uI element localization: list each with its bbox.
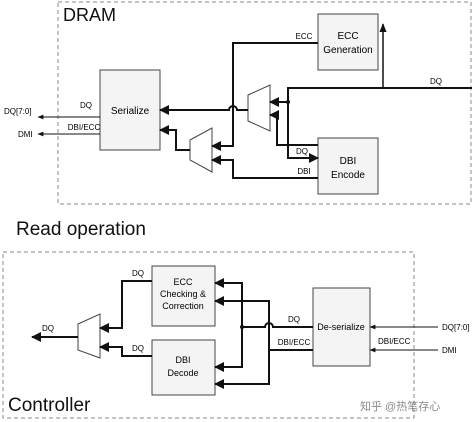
signal-dq-dbi-bottom: DQ <box>132 344 144 353</box>
ecc-generation-block <box>317 13 379 71</box>
wire-deser-dbi-ecc <box>214 296 313 351</box>
serialize-label: Serialize <box>111 106 150 117</box>
signal-dbi-out: DBI <box>297 167 310 176</box>
wire-dq-in <box>269 87 472 107</box>
wire-dq-to-dbi <box>287 102 319 163</box>
signal-ecc: ECC <box>296 32 313 41</box>
signal-dq-in: DQ <box>430 77 442 86</box>
dram-mux-upper <box>247 84 271 132</box>
ecc-checking-label-1: ECC <box>173 277 193 287</box>
pin-dmi-ctrl: DMI <box>442 346 457 355</box>
pin-dmi: DMI <box>18 130 33 139</box>
wire-dbi-ecc-to-serialize <box>159 125 190 151</box>
pin-dq: DQ[7:0] <box>4 107 32 116</box>
dbi-decode-label-1: DBI <box>175 355 190 365</box>
dram-mux-lower <box>189 127 213 173</box>
dbi-decode-label-2: Decode <box>167 368 198 378</box>
ecc-checking-label-3: Correction <box>162 301 204 311</box>
signal-dbi-ecc: DBI/ECC <box>68 123 101 132</box>
controller-boundary <box>2 251 415 419</box>
wire-dbi-out <box>211 155 318 179</box>
controller-mux <box>77 313 101 359</box>
dbi-encode-label-2: Encode <box>331 170 365 181</box>
serialize-block <box>99 69 161 151</box>
junction-deser-dq <box>240 325 244 329</box>
junction-dq <box>286 100 290 104</box>
pin-dq-ctrl: DQ[7:0] <box>442 323 470 332</box>
signal-dq-to-dbi: DQ <box>296 147 308 156</box>
dbi-decode-block <box>151 339 216 396</box>
signal-dq-to-serialize: DQ <box>80 101 92 110</box>
controller-title: Controller <box>8 395 91 416</box>
wire-dq-to-serialize <box>159 105 248 115</box>
dbi-encode-block <box>317 137 379 195</box>
dram-boundary <box>57 1 472 205</box>
wire-ecc-to-mux <box>99 280 152 333</box>
wire-deser-dq-down <box>214 327 243 372</box>
ecc-checking-block <box>151 265 216 327</box>
wire-dbi-encode-out-a <box>269 110 318 146</box>
dbi-encode-label-1: DBI <box>340 156 357 167</box>
signal-dbi-ecc-ctrl: DBI/ECC <box>278 338 311 347</box>
deserialize-label: De-serialize <box>317 322 365 332</box>
watermark: 知乎 @热笔存心 <box>360 401 441 413</box>
signal-dq-out: DQ <box>42 324 54 333</box>
dram-title: DRAM <box>63 5 116 25</box>
signal-dq-ecc-top: DQ <box>132 269 144 278</box>
wire-deser-dq <box>242 322 313 328</box>
wire-ecc <box>211 42 318 151</box>
ecc-generation-label-2: Generation <box>323 45 372 56</box>
read-operation-title: Read operation <box>16 219 146 240</box>
signal-dq-deser: DQ <box>288 315 300 324</box>
ecc-checking-label-2: Checking & <box>160 289 206 299</box>
wire-deser-dq-up <box>214 278 243 327</box>
wire-dbi-to-mux <box>99 342 152 357</box>
wire-deser-dbi-ecc-down <box>214 350 270 389</box>
ecc-generation-label-1: ECC <box>337 31 358 42</box>
pin-dbi-ecc-ctrl: DBI/ECC <box>378 337 411 346</box>
